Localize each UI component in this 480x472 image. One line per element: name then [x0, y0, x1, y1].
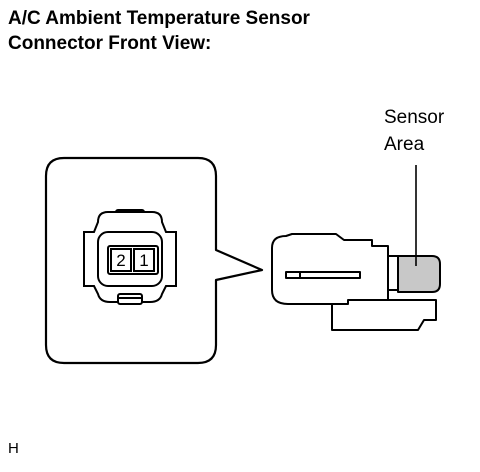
sensor-mounting-bracket: [331, 299, 437, 331]
pin-number-2: 2: [116, 251, 125, 270]
sensor-latch-slot: [285, 271, 361, 279]
sensor-neck: [387, 255, 399, 291]
sensor-tip: [397, 255, 441, 293]
pin-cell-1: [133, 248, 155, 272]
pin-number-1: 1: [139, 251, 148, 270]
title-line-2: Connector Front View:: [8, 33, 212, 54]
sensor-area-label-line-1: Sensor: [384, 107, 445, 128]
sensor-connector-body: [271, 233, 389, 305]
connector-front-view: [83, 209, 177, 305]
pin-cell-2: [110, 248, 132, 272]
sensor-area-label-line-2: Area: [384, 134, 425, 155]
figure-code: H: [8, 440, 19, 457]
page-title: A/C Ambient Temperature Sensor Connector…: [8, 6, 478, 56]
sensor-side-view: [271, 233, 441, 331]
title-line-1: A/C Ambient Temperature Sensor: [8, 8, 310, 29]
sensor-area-label: Sensor Area: [384, 104, 444, 158]
